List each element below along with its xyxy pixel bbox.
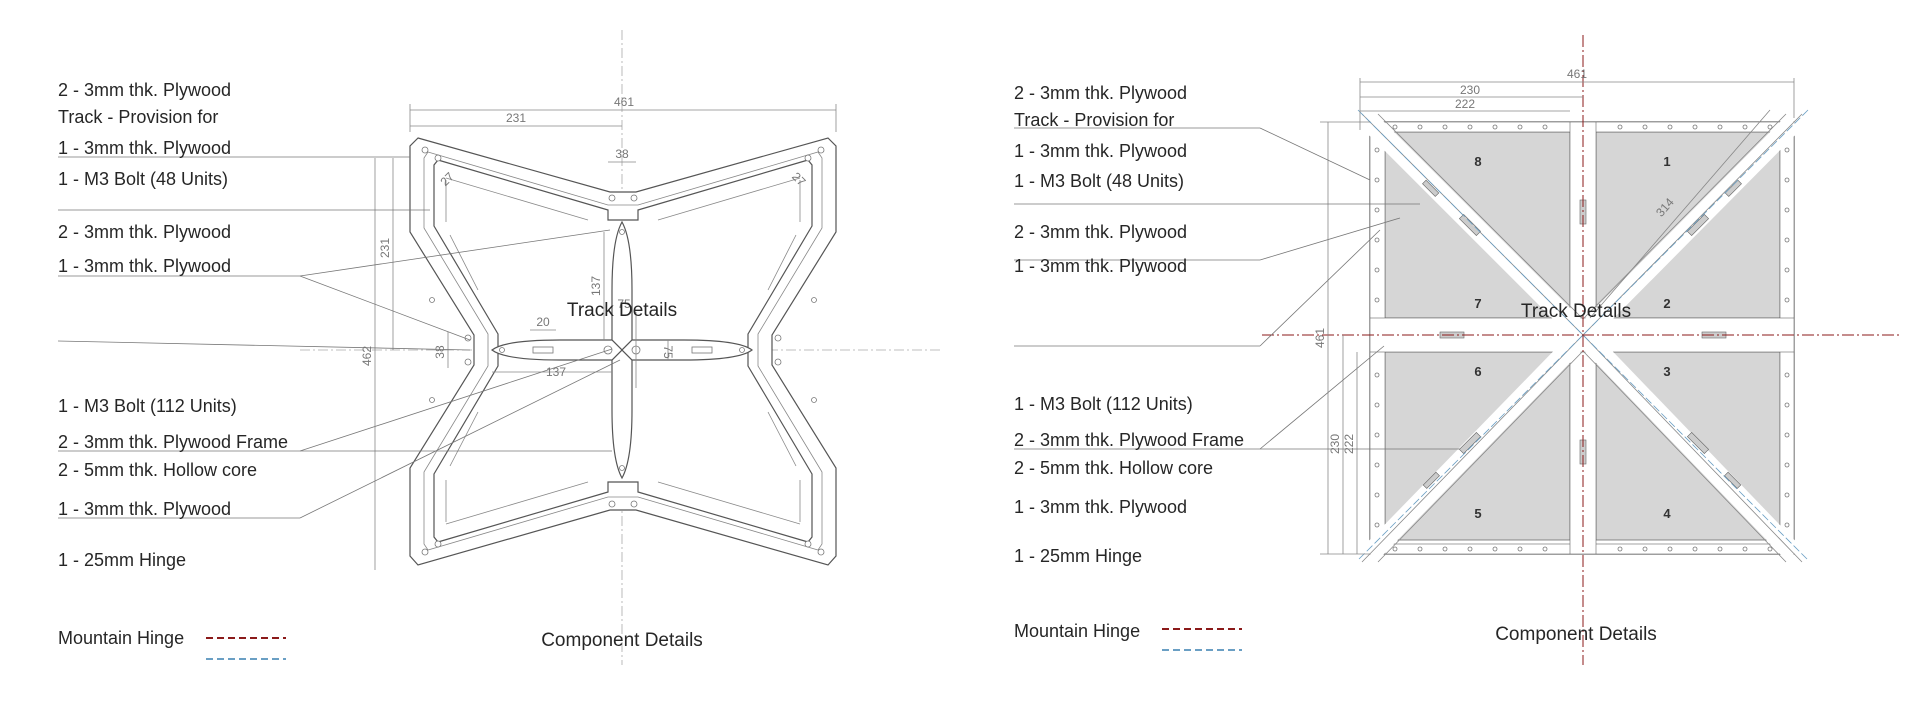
dim-right-inner-height: 222 bbox=[1342, 434, 1356, 454]
left-panel: 461 231 38 27 27 231 462 137 137 75 75 3… bbox=[57, 30, 940, 665]
dim-left-height: 231 bbox=[378, 238, 392, 258]
right-dimension-lines bbox=[1320, 78, 1795, 555]
dim-spoke-vertical: 137 bbox=[589, 276, 603, 296]
panel-number-7: 7 bbox=[1474, 296, 1481, 311]
left-title-component-details: Component Details bbox=[541, 630, 703, 651]
square-panel bbox=[1262, 35, 1900, 665]
panel-number-8: 8 bbox=[1474, 154, 1481, 169]
right-title-track-details: Track Details bbox=[1521, 301, 1631, 322]
right-label-7: 1 - M3 Bolt (112 Units) bbox=[1014, 394, 1193, 414]
left-legend-label: Mountain Hinge bbox=[58, 628, 184, 648]
dim-right-half-height: 230 bbox=[1328, 434, 1342, 454]
right-label-11: 1 - 25mm Hinge bbox=[1014, 546, 1142, 566]
right-label-5: 2 - 3mm thk. Plywood bbox=[1014, 222, 1187, 242]
right-leader-lines bbox=[1014, 127, 1460, 450]
right-label-4: 1 - M3 Bolt (48 Units) bbox=[1014, 171, 1184, 191]
left-labels: 2 - 3mm thk. Plywood Track - Provision f… bbox=[58, 80, 288, 570]
left-label-10: 1 - 3mm thk. Plywood bbox=[58, 499, 231, 519]
left-dimension-lines bbox=[374, 104, 837, 570]
right-title-component-details: Component Details bbox=[1495, 624, 1657, 645]
left-label-11: 1 - 25mm Hinge bbox=[58, 550, 186, 570]
panel-numbers: 8 1 7 2 6 3 5 4 bbox=[1474, 154, 1671, 521]
dim-full-height: 462 bbox=[360, 346, 374, 366]
right-label-9: 2 - 5mm thk. Hollow core bbox=[1014, 458, 1213, 478]
right-label-3: 1 - 3mm thk. Plywood bbox=[1014, 141, 1187, 161]
dim-hub-horizontal: 75 bbox=[661, 345, 675, 359]
left-legend: Mountain Hinge bbox=[58, 628, 286, 660]
dim-half-width: 231 bbox=[506, 111, 526, 125]
dim-right-full-height: 461 bbox=[1313, 328, 1327, 348]
panel-number-6: 6 bbox=[1474, 364, 1481, 379]
panel-number-5: 5 bbox=[1474, 506, 1481, 521]
dim-top-web: 38 bbox=[615, 147, 629, 161]
dim-slot: 20 bbox=[536, 315, 550, 329]
bolt-holes bbox=[1374, 124, 1790, 552]
dim-right-half-width: 230 bbox=[1460, 83, 1480, 97]
right-diagonal-valley-1 bbox=[1357, 109, 1809, 561]
panel-number-2: 2 bbox=[1663, 296, 1670, 311]
dim-hub-vertical: 75 bbox=[617, 297, 631, 311]
right-label-10: 1 - 3mm thk. Plywood bbox=[1014, 497, 1187, 517]
left-label-9: 2 - 5mm thk. Hollow core bbox=[58, 460, 257, 480]
right-label-1: 2 - 3mm thk. Plywood bbox=[1014, 83, 1187, 103]
right-panel: 8 1 7 2 6 3 5 4 461 230 222 3 1 bbox=[1014, 35, 1900, 665]
left-label-4: 1 - M3 Bolt (48 Units) bbox=[58, 169, 228, 189]
right-label-8: 2 - 3mm thk. Plywood Frame bbox=[1014, 430, 1244, 450]
right-legend: Mountain Hinge bbox=[1014, 621, 1242, 651]
left-label-2: Track - Provision for bbox=[58, 107, 218, 127]
left-label-8: 2 - 3mm thk. Plywood Frame bbox=[58, 432, 288, 452]
panel-number-3: 3 bbox=[1663, 364, 1670, 379]
dim-left-web: 38 bbox=[433, 345, 447, 359]
left-label-7: 1 - M3 Bolt (112 Units) bbox=[58, 396, 237, 416]
left-label-5: 2 - 3mm thk. Plywood bbox=[58, 222, 231, 242]
left-label-3: 1 - 3mm thk. Plywood bbox=[58, 138, 231, 158]
panel-number-4: 4 bbox=[1663, 506, 1671, 521]
left-label-6: 1 - 3mm thk. Plywood bbox=[58, 256, 231, 276]
dim-right-inner-width: 222 bbox=[1455, 97, 1475, 111]
track-cross bbox=[491, 220, 753, 480]
right-label-2: Track - Provision for bbox=[1014, 110, 1174, 130]
dim-right-overall-width: 461 bbox=[1567, 67, 1587, 81]
right-legend-label: Mountain Hinge bbox=[1014, 621, 1140, 641]
right-labels: 2 - 3mm thk. Plywood Track - Provision f… bbox=[1014, 83, 1244, 566]
panel-number-1: 1 bbox=[1663, 154, 1670, 169]
right-label-6: 1 - 3mm thk. Plywood bbox=[1014, 256, 1187, 276]
left-title-track-details: Track Details bbox=[567, 300, 677, 321]
dim-overall-width: 461 bbox=[614, 95, 634, 109]
right-diagonal-valley-2 bbox=[1357, 109, 1809, 561]
left-label-1: 2 - 3mm thk. Plywood bbox=[58, 80, 231, 100]
left-leader-lines bbox=[57, 156, 621, 519]
